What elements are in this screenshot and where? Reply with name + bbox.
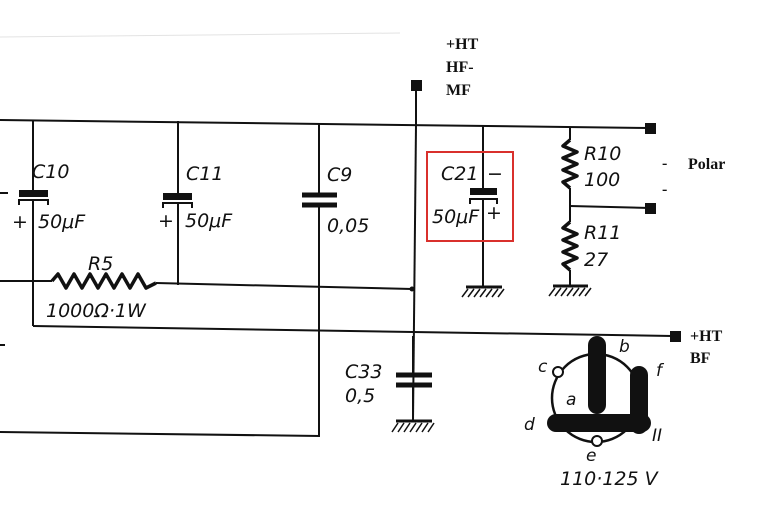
r11-name-label: R11 xyxy=(584,222,621,244)
ht-hf-mf-label-1: +HT xyxy=(446,36,479,53)
r5-value-label: 1000Ω·1W xyxy=(46,300,147,322)
bf-rail-wire xyxy=(32,325,673,337)
scan-artifact xyxy=(0,32,401,38)
selector-contact-c xyxy=(552,366,564,378)
polar-label: Polar xyxy=(688,156,725,173)
ht-hf-mf-label-2: HF- xyxy=(446,59,474,76)
capacitor-c11: C11 + 50μF xyxy=(158,121,233,285)
r10-value-label: 100 xyxy=(584,169,620,191)
selector-voltage-label: 110·125 V xyxy=(560,468,660,490)
ht-hf-mf-label-3: MF xyxy=(446,82,471,99)
polar-lower-wire xyxy=(569,205,651,209)
r5-right-wire xyxy=(155,282,413,290)
ht-hf-mf-terminal xyxy=(411,80,422,91)
c10-plus-label: + xyxy=(12,211,28,233)
c33-ground-hatch xyxy=(391,422,435,433)
capacitor-c10: C10 + 50μF xyxy=(12,120,86,326)
polar-terminal-top xyxy=(645,123,656,134)
c11-value-label: 50μF xyxy=(185,210,233,232)
capacitor-c9: C9 0,05 xyxy=(302,123,369,436)
c21-ground-hatch xyxy=(461,288,505,298)
c9-name-label: C9 xyxy=(327,164,352,186)
ht-bf-label-1: +HT xyxy=(690,328,723,345)
ht-bf-label-2: BF xyxy=(690,350,711,367)
c10-plate-neg xyxy=(19,190,48,197)
c21-value-label: 50μF xyxy=(432,206,480,228)
selector-pin-e: e xyxy=(586,446,596,466)
polar-minus-label: - xyxy=(662,155,667,172)
c33-name-label: C33 xyxy=(345,361,382,383)
c11-plate-neg xyxy=(163,193,192,200)
c9-value-label: 0,05 xyxy=(327,215,369,237)
c11-plus-label: + xyxy=(158,210,174,232)
c33-value-label: 0,5 xyxy=(345,385,375,407)
r10-name-label: R10 xyxy=(584,143,621,165)
resistor-r10: R10 100 xyxy=(561,127,621,206)
c21-name-label: C21 xyxy=(441,163,478,185)
polar-dash-label: - xyxy=(662,181,667,198)
top-rail-wire xyxy=(0,119,651,129)
junction-dot xyxy=(409,286,415,292)
selector-contact-e xyxy=(591,435,603,447)
ht-bf-terminal xyxy=(670,331,681,342)
r11-zigzag xyxy=(561,220,579,272)
selector-pin-a: a xyxy=(566,390,576,410)
capacitor-c33: C33 0,5 xyxy=(345,336,435,433)
r11-value-label: 27 xyxy=(584,249,608,271)
bottom-wire xyxy=(0,431,321,437)
capacitor-c21: C21 − 50μF + xyxy=(426,126,514,298)
c21-minus-label: − xyxy=(487,163,503,185)
polar-terminal-bottom xyxy=(645,203,656,214)
selector-pin-b: b xyxy=(619,337,630,357)
selector-pin-c: c xyxy=(538,357,548,377)
c21-plate-neg xyxy=(470,188,497,195)
c10-name-label: C10 xyxy=(32,161,69,183)
selector-pin-d: d xyxy=(524,415,535,435)
c21-plus-label: + xyxy=(486,202,502,224)
resistor-r11: R11 27 xyxy=(548,206,621,297)
r10-zigzag xyxy=(561,138,579,190)
r11-ground-hatch xyxy=(548,287,592,297)
c21-highlight-box xyxy=(426,151,514,242)
c11-name-label: C11 xyxy=(186,163,223,185)
r5-zigzag xyxy=(50,272,157,290)
r5-name-label: R5 xyxy=(88,253,113,275)
c10-value-label: 50μF xyxy=(38,211,86,233)
wiring xyxy=(0,80,681,437)
resistor-r5: R5 1000Ω·1W xyxy=(46,253,157,322)
rail-labels: +HT HF- MF - Polar - +HT BF xyxy=(446,36,725,367)
selector-pin-f: f xyxy=(656,361,665,381)
voltage-selector: a b c d e f II 110·125 V xyxy=(524,336,665,490)
selector-pin-ii: II xyxy=(652,426,662,446)
